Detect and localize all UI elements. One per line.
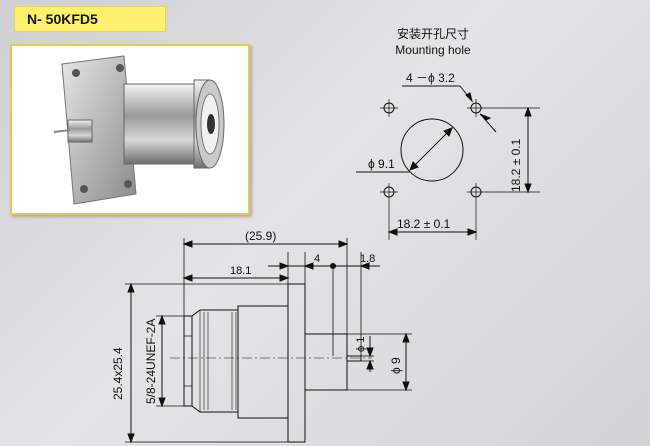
center-dia-label: ϕ 9.1 <box>368 157 395 171</box>
thread-length-label: 18.1 <box>230 265 251 277</box>
thread-spec-label: 5/8-24UNEF-2A <box>144 319 158 404</box>
mounting-hole-pattern <box>356 85 540 240</box>
model-name: N- 50KFD5 <box>27 11 98 27</box>
model-title-bar: N- 50KFD5 <box>14 6 166 32</box>
flange-thickness-label: 4 <box>314 253 320 265</box>
height-dim-label: 18.2 ± 0.1 <box>509 138 523 192</box>
overall-length-label: (25.9) <box>245 229 276 243</box>
connector-side-view <box>125 238 412 444</box>
pin-length-label: 1.8 <box>360 253 375 265</box>
product-photo <box>53 55 225 205</box>
pin-dia-label: ϕ 1 <box>355 337 367 352</box>
hole-spec-label: 4 －ϕ 3.2 <box>406 71 455 85</box>
mounting-hole-title: 安装开孔尺寸 Mounting hole <box>378 26 488 58</box>
flange-size-label: 25.4x25.4 <box>111 347 125 400</box>
center-hole <box>400 118 464 182</box>
mounting-hole-title-en: Mounting hole <box>395 43 471 57</box>
mounting-hole-title-cn: 安装开孔尺寸 <box>396 27 469 41</box>
width-dim-label: 18.2 ± 0.1 <box>397 217 451 231</box>
insulator-dia-label: ϕ 9 <box>389 357 403 374</box>
product-photo-frame <box>10 44 250 215</box>
